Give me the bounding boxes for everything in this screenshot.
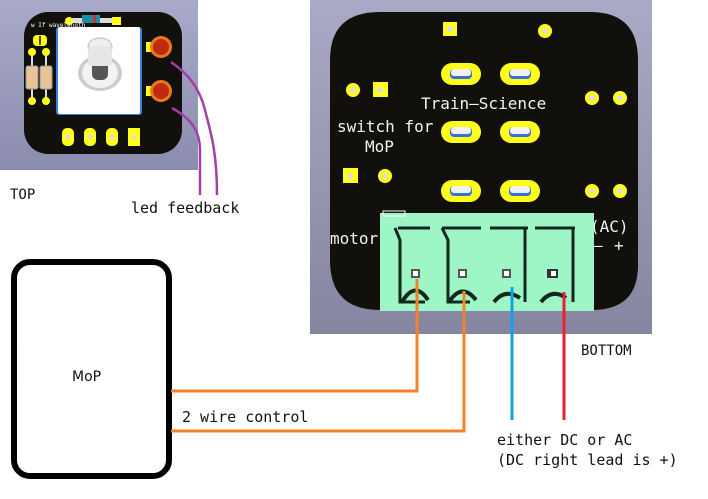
switch-label-line2: MoP xyxy=(365,137,394,156)
led-wire-1 xyxy=(170,60,219,196)
ac-label: (AC) xyxy=(590,217,629,236)
led-icon xyxy=(146,36,172,58)
control-wire-label: 2 wire control xyxy=(182,408,309,426)
resistor-icon xyxy=(25,48,53,105)
switch-pads xyxy=(441,63,540,202)
toggle-switch-icon xyxy=(56,27,142,115)
top-view-label: TOP xyxy=(10,187,36,203)
control-wire-1 xyxy=(171,279,419,393)
bottom-pcb: Train–Science switch for MoP motor (AC) … xyxy=(330,12,638,311)
led-feedback-label: led feedback xyxy=(131,199,240,217)
polarity-plus: + xyxy=(614,236,624,255)
switch-label-line1: switch for xyxy=(337,117,434,136)
bottom-view-label: BOTTOM xyxy=(581,343,632,359)
motor-label: motor xyxy=(330,229,379,248)
diode-icon xyxy=(65,15,121,25)
polarity-minus: – xyxy=(593,236,603,255)
control-wire-2 xyxy=(171,291,466,433)
brand-text: Train–Science xyxy=(421,94,546,113)
mop-device-box xyxy=(11,259,172,479)
power-label-line2: (DC right lead is +) xyxy=(497,451,678,469)
led-icon xyxy=(146,80,172,102)
mop-label: MoP xyxy=(72,369,102,385)
led-wire-2 xyxy=(171,106,202,195)
terminal-block xyxy=(380,210,594,311)
top-silkscreen-text: w If wavelength xyxy=(31,22,86,29)
top-pcb: w If wavelength xyxy=(24,12,182,154)
header-pads xyxy=(62,128,140,146)
power-label-line1: either DC or AC xyxy=(497,431,633,449)
